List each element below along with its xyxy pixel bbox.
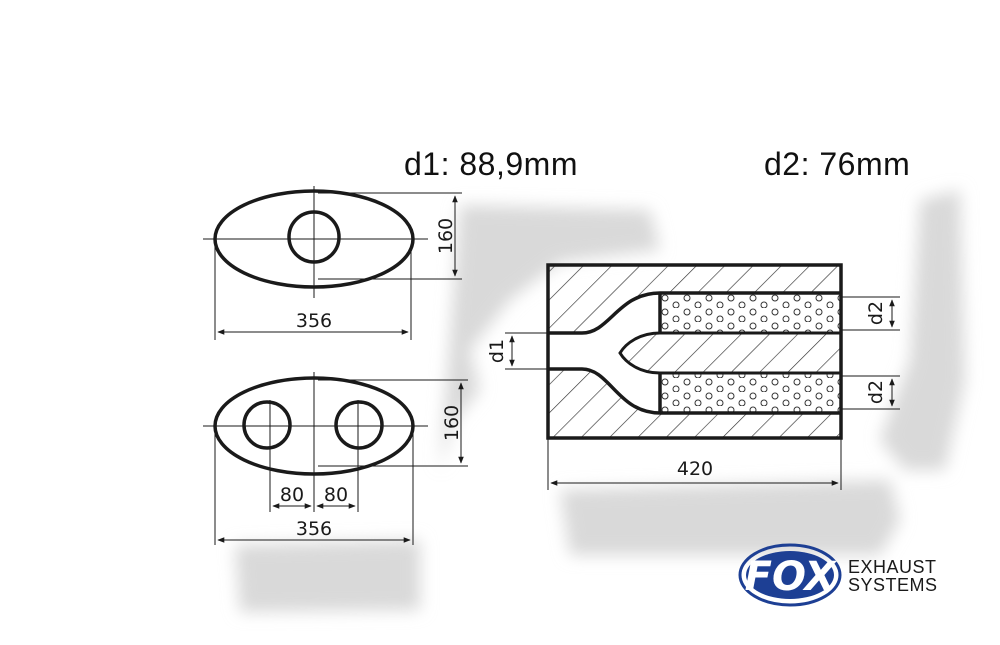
outlet-d2-bottom-label: d2 — [865, 380, 887, 404]
background-shadows — [235, 190, 965, 612]
spec-d2-outlet: d2: 76mm — [764, 146, 911, 182]
fox-logo-badge — [738, 543, 842, 607]
outlet-circle-left — [242, 400, 292, 450]
fox-logo-mark: FOX — [745, 554, 838, 600]
top-height-label: 160 — [435, 218, 457, 254]
outlet-circle-right — [334, 400, 384, 450]
top-width-label: 356 — [296, 310, 332, 332]
logo-line-exhaust: EXHAUST — [848, 557, 937, 577]
bottom-height-label: 160 — [441, 405, 463, 441]
flow-splitter — [618, 331, 843, 375]
length-label: 420 — [677, 458, 713, 480]
spacing-right-label: 80 — [324, 484, 348, 506]
outlet-tube-bottom — [660, 373, 841, 413]
muffler-section-view — [505, 263, 900, 490]
oval-twin-outlet-view — [203, 372, 468, 545]
logo-line-systems: SYSTEMS — [848, 575, 938, 595]
oval-single-outlet-view — [203, 186, 462, 340]
outlet-d2-top-label: d2 — [865, 301, 887, 325]
inlet-d1-label: d1 — [486, 339, 508, 363]
spacing-left-label: 80 — [280, 484, 304, 506]
bottom-width-label: 356 — [296, 518, 332, 540]
outlet-tube-top — [660, 293, 841, 333]
spec-d1-inlet: d1: 88,9mm — [404, 146, 578, 182]
fox-logo: FOX EXHAUST SYSTEMS — [738, 543, 938, 607]
